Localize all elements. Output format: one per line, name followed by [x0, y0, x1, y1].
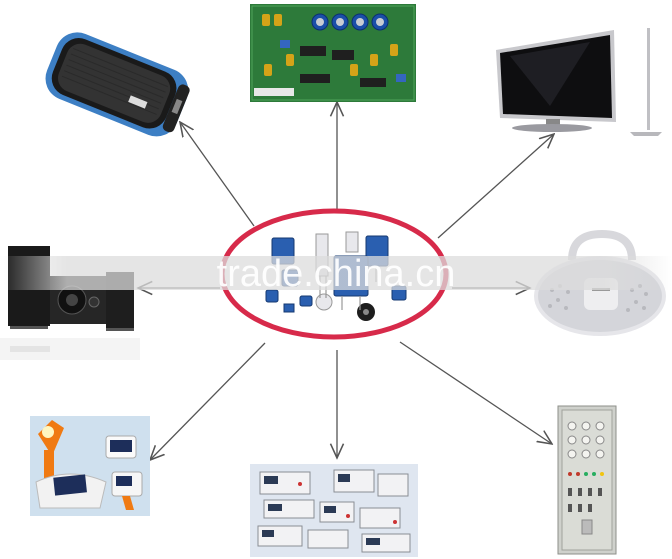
lcd-tv-icon — [490, 26, 672, 146]
portable-speaker-icon — [38, 20, 198, 155]
control-cabinet-icon — [556, 404, 618, 556]
arrow-to-solar-lamp — [150, 342, 266, 460]
lab-instruments-icon — [250, 464, 418, 557]
watermark-band: trade.china.cn — [0, 253, 672, 295]
circuit-board-icon — [250, 4, 416, 102]
arrow-to-portable-speaker — [180, 122, 255, 227]
arrow-to-cabinet — [399, 341, 552, 444]
watermark-text: trade.china.cn — [216, 253, 456, 295]
arrow-to-tv — [437, 134, 554, 239]
solar-lamp-icon — [30, 416, 150, 516]
